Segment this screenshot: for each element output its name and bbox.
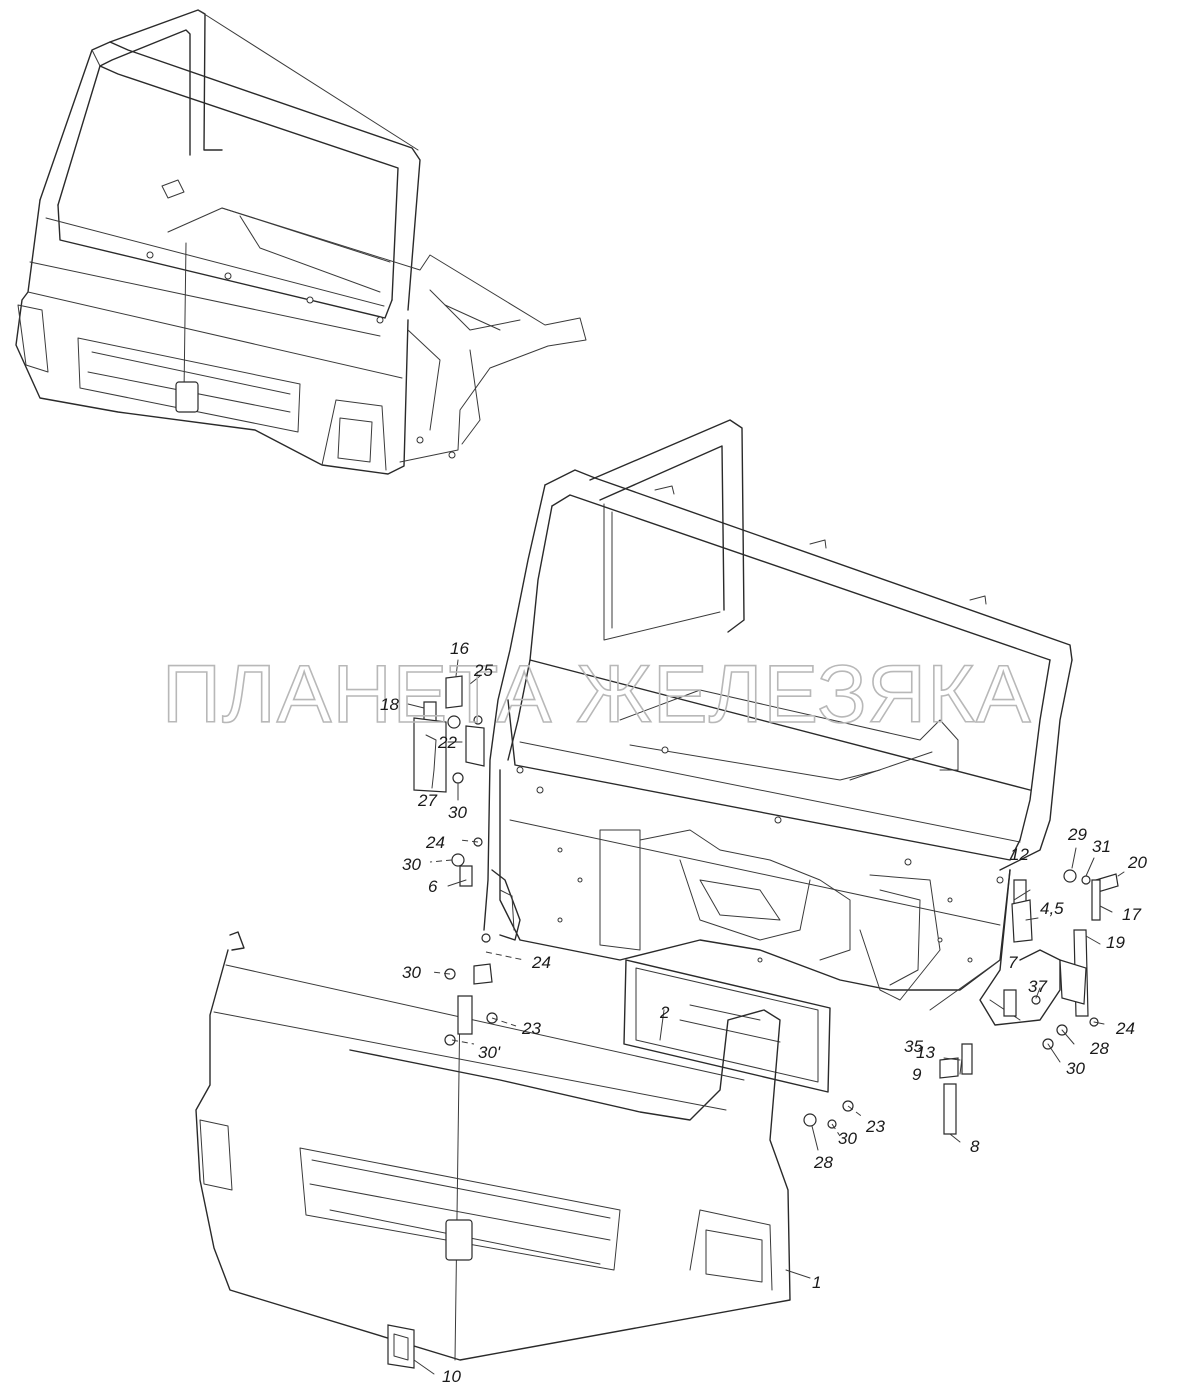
label-12: 12 <box>1010 845 1029 864</box>
label-17: 17 <box>1122 905 1141 924</box>
label-25: 25 <box>473 661 493 680</box>
label-31: 31 <box>1092 837 1111 856</box>
hinge-parts-left <box>413 675 498 1046</box>
cab-frame-exploded <box>483 419 1073 1026</box>
assembled-cab-overview <box>15 9 587 475</box>
label-23-a: 23 <box>521 1019 541 1038</box>
label-6: 6 <box>428 877 438 896</box>
label-24-c: 24 <box>1115 1019 1135 1038</box>
label-23-b: 23 <box>865 1117 885 1136</box>
label-2: 2 <box>659 1003 670 1022</box>
label-30-c: 30 <box>402 963 421 982</box>
part-1-front-panel <box>195 931 791 1369</box>
label-13: 13 <box>916 1043 935 1062</box>
label-22: 22 <box>437 733 457 752</box>
label-29: 29 <box>1067 825 1087 844</box>
label-24-b: 24 <box>531 953 551 972</box>
label-19: 19 <box>1106 933 1125 952</box>
label-1: 1 <box>812 1273 821 1292</box>
hinge-parts-right <box>803 869 1119 1135</box>
label-30-f: 30 <box>1066 1059 1085 1078</box>
label-30-d: 30' <box>478 1043 501 1062</box>
label-24-a: 24 <box>425 833 445 852</box>
label-30-b: 30 <box>402 855 421 874</box>
label-30-e: 30 <box>838 1129 857 1148</box>
leader-lines <box>407 659 1125 1375</box>
label-7: 7 <box>1008 953 1018 972</box>
label-37: 37 <box>1028 977 1047 996</box>
label-30-a: 30 <box>448 803 467 822</box>
label-28-a: 28 <box>813 1153 833 1172</box>
callout-labels: 16 25 18 22 27 30 24 30 6 24 30 23 30' 2… <box>380 639 1147 1386</box>
watermark-text: ПЛАНЕТА ЖЕЛЕЗЯКА <box>162 649 1032 740</box>
label-18: 18 <box>380 695 399 714</box>
label-16: 16 <box>450 639 469 658</box>
label-20: 20 <box>1127 853 1147 872</box>
label-28-b: 28 <box>1089 1039 1109 1058</box>
part-2-panel <box>623 959 831 1093</box>
label-9: 9 <box>912 1065 922 1084</box>
label-35: 35 <box>904 1037 923 1056</box>
label-10: 10 <box>442 1367 461 1386</box>
label-8: 8 <box>970 1137 980 1156</box>
label-4-5: 4,5 <box>1040 899 1064 918</box>
label-27: 27 <box>417 791 437 810</box>
